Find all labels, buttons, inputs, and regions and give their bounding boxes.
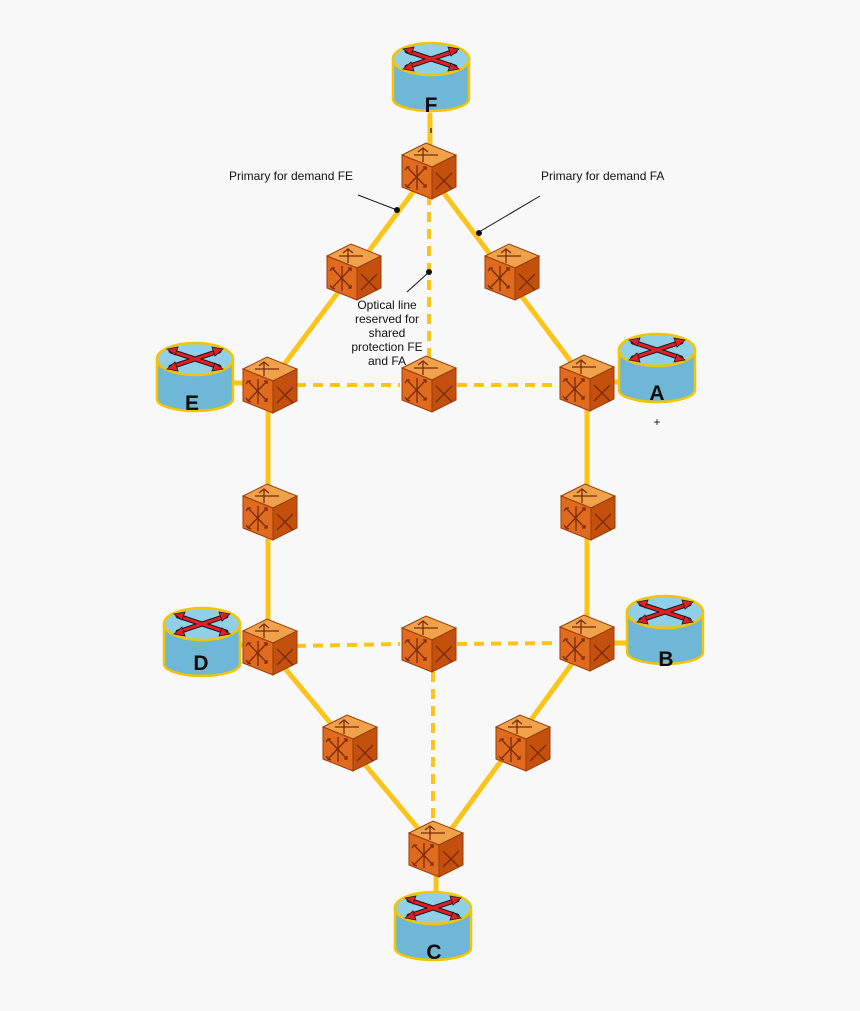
dashed-link-lower-right — [456, 641, 560, 646]
annotation-reserved-line: shared — [369, 326, 406, 340]
router-label: E — [185, 392, 199, 415]
annotation-leaders — [357, 194, 541, 293]
optical-cross-connect-icon — [401, 615, 457, 673]
annotation-reserved: Optical line reserved for shared protect… — [351, 298, 422, 368]
routers: F E A D B C — [157, 43, 703, 964]
router-label: B — [658, 648, 673, 671]
router-label: A — [649, 382, 664, 405]
annotation-reserved-line: reserved for — [355, 312, 419, 326]
annotation-reserved-line: protection FE — [351, 340, 422, 354]
router-e[interactable]: E — [157, 343, 233, 415]
router-b[interactable]: B — [627, 596, 703, 671]
marker-reserved — [426, 269, 432, 275]
optical-cross-connect-icon — [559, 614, 615, 672]
annotation-primary-fe: Primary for demand FE — [229, 169, 353, 183]
optical-cross-connect-icon — [242, 483, 298, 541]
router-label: D — [193, 652, 208, 675]
annotation-dots — [394, 207, 482, 275]
annotation-primary-fa: Primary for demand FA — [541, 169, 664, 183]
leader-primary-fa — [478, 195, 541, 233]
optical-cross-connect-icon — [242, 356, 298, 414]
router-label: C — [426, 941, 441, 964]
marker-primary-fe — [394, 207, 400, 213]
router-f[interactable]: F — [393, 43, 469, 117]
dashed-link-lower-left — [295, 642, 401, 648]
annotation-reserved-line: Optical line — [357, 298, 417, 312]
optical-cross-connect-icon — [326, 243, 382, 301]
optical-cross-connect-icon — [559, 354, 615, 412]
optical-cross-connect-icon — [401, 142, 457, 200]
router-d[interactable]: D — [164, 608, 240, 676]
annotation-reserved-line: and FA — [368, 354, 406, 368]
plus-mark: + — [653, 415, 660, 429]
router-c[interactable]: C — [395, 892, 471, 964]
router-label: F — [425, 94, 438, 117]
optical-cross-connect-icon — [401, 355, 457, 413]
leader-reserved — [406, 271, 430, 293]
marker-primary-fa — [476, 230, 482, 236]
router-a[interactable]: A — [619, 334, 695, 405]
optical-cross-connect-icon — [484, 243, 540, 301]
optical-cross-connect-icon — [495, 714, 551, 772]
protection-links — [295, 195, 560, 826]
optical-cross-connect-icon — [408, 820, 464, 878]
leader-primary-fe — [357, 194, 398, 211]
optical-cross-connect-icon — [560, 483, 616, 541]
optical-cross-connect-icon — [242, 618, 298, 676]
optical-cross-connect-icon — [322, 714, 378, 772]
